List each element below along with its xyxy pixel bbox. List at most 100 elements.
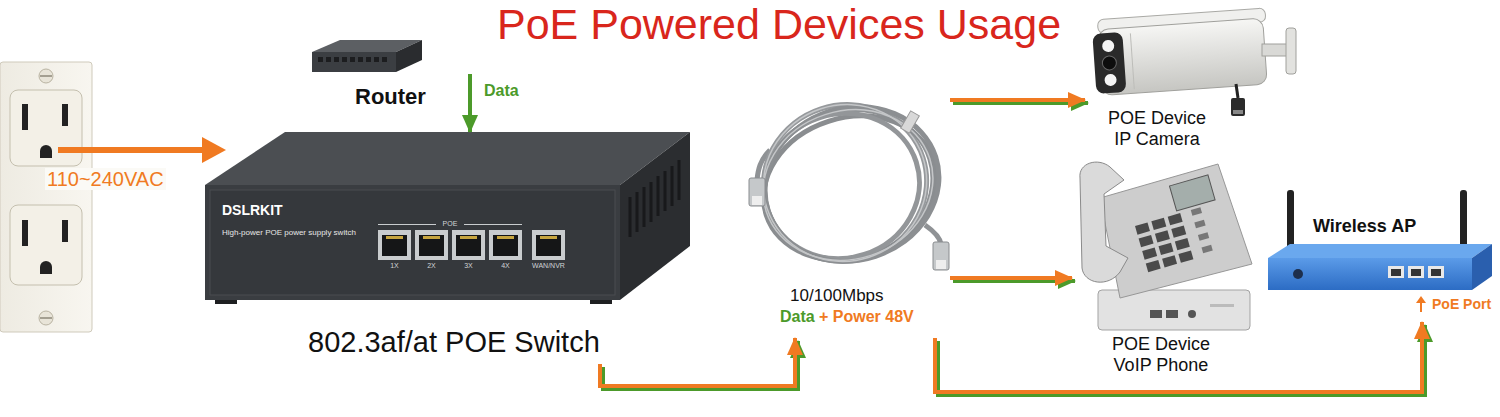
camera-illustration-part <box>1286 28 1296 74</box>
switch-illustration-part-part <box>643 187 646 227</box>
wall-outlet-part <box>0 62 92 332</box>
wall-outlet <box>0 62 92 332</box>
switch-illustration-part <box>205 132 690 185</box>
connector-line <box>603 341 798 389</box>
ap-illustration-part <box>1431 269 1441 276</box>
port-label: PoE Port <box>1432 296 1491 312</box>
node-caption: 802.3af/at POE Switch <box>308 326 600 359</box>
switch-illustration-part-part <box>671 166 674 206</box>
switch-illustration-part <box>386 236 403 239</box>
connector-arrow <box>935 322 1425 395</box>
power-label: + Power 48V <box>819 308 914 326</box>
power-arrow-part <box>58 147 206 153</box>
switch-illustration-part <box>205 185 620 300</box>
phone-illustration-part-part <box>1168 213 1183 225</box>
data-label: Data <box>780 308 815 326</box>
ap-illustration-part <box>1268 244 1492 258</box>
poe-port-arrow-part <box>1416 296 1426 303</box>
switch-illustration-part-part <box>657 176 660 216</box>
camera-illustration-part <box>1262 44 1288 56</box>
camera-illustration-part-part <box>1104 74 1117 87</box>
panel-text: High-power POE power supply switch <box>222 228 356 237</box>
camera-illustration-part-part <box>1130 33 1134 89</box>
brand-logo: DSLRKIT <box>222 202 283 218</box>
router: Router <box>305 36 477 74</box>
cable-illustration-part <box>743 88 952 282</box>
cable-illustration-part <box>745 94 956 282</box>
switch-illustration-part-part <box>678 160 681 200</box>
phone-illustration-part-part <box>1155 230 1170 242</box>
wall-outlet-part <box>40 317 52 319</box>
switch-illustration-part <box>423 236 440 239</box>
router-illustration-part <box>366 57 371 62</box>
camera-illustration-part-part <box>1092 32 1126 94</box>
switch-illustration-part-part <box>664 171 667 211</box>
camera-illustration-part <box>1233 110 1243 114</box>
edge-label: Data <box>484 82 519 100</box>
phone-illustration-part <box>1150 310 1162 318</box>
cable-illustration-part <box>749 178 765 206</box>
switch-illustration-part <box>460 236 477 239</box>
speed-label: 10/100Mbps <box>790 286 884 306</box>
device-caption: POE Device IP Camera <box>1100 108 1214 149</box>
voip-phone: POE Device VoIP Phone <box>1072 154 1257 380</box>
ap-illustration <box>1268 190 1492 290</box>
connector-line <box>953 101 1088 105</box>
ap-illustration-part <box>1408 266 1424 278</box>
wall-outlet-part <box>22 220 28 246</box>
phone-illustration-part-part <box>1142 247 1157 259</box>
port-number: 4X <box>501 262 510 270</box>
switch-illustration-part <box>532 230 565 260</box>
switch-illustration-part <box>419 235 444 256</box>
phone-illustration-part <box>1169 175 1215 211</box>
cable-illustration-part <box>743 83 947 282</box>
camera-illustration-part-part <box>1102 55 1117 70</box>
phone-illustration-part <box>1098 290 1250 330</box>
connector-line <box>468 74 472 132</box>
port-number: 2X <box>427 262 436 270</box>
ap-illustration-part <box>1287 190 1294 252</box>
connector-arrow <box>600 338 798 389</box>
phone-illustration-part <box>1188 310 1196 318</box>
camera-illustration-part <box>1231 98 1245 116</box>
phone-illustration-part <box>1210 304 1234 307</box>
device-caption: Wireless AP <box>1313 216 1416 237</box>
node-caption: Router <box>355 84 426 109</box>
wireless-ap: Wireless AP PoE Port <box>1265 180 1495 322</box>
switch-illustration-part <box>630 160 679 237</box>
connector-line <box>950 98 1085 102</box>
router-illustration-part <box>374 57 379 62</box>
poe-port-arrow-part <box>1420 301 1422 312</box>
wall-outlet-part <box>39 311 53 325</box>
switch-illustration-part <box>415 230 448 260</box>
switch-illustration-part-part <box>650 182 653 222</box>
router-illustration-part <box>326 57 331 62</box>
wall-outlet-part <box>62 104 68 126</box>
router-illustration-part <box>318 57 323 62</box>
power-arrow-part <box>202 137 226 163</box>
phone-illustration-part-part <box>1175 238 1190 250</box>
wall-outlet-part <box>40 261 52 274</box>
switch-illustration-part <box>382 235 407 256</box>
cable-illustration-part <box>745 85 959 284</box>
port-number: 3X <box>464 262 473 270</box>
wall-outlet-part <box>62 220 68 242</box>
ip-camera: POE Device IP Camera <box>1085 2 1300 154</box>
phone-illustration-part-part <box>1191 207 1202 216</box>
wall-outlet-part <box>22 104 28 130</box>
ap-illustration-part <box>1293 269 1303 279</box>
cable-illustration-part <box>925 225 941 244</box>
cable-illustration-part <box>743 83 947 282</box>
switch-illustration-part <box>590 300 612 304</box>
router-illustration-part <box>396 40 422 72</box>
poe-switch: DSLRKIT High-power POE power supply switc… <box>205 132 690 364</box>
port-group-label: POE <box>443 220 458 228</box>
cable-illustration-part <box>746 93 939 278</box>
phone-illustration-part <box>1100 164 1252 298</box>
ethernet-cable: 10/100MbpsData+ Power 48V <box>745 92 950 338</box>
switch-illustration-part <box>540 236 557 239</box>
router-illustration-part <box>312 52 396 72</box>
voltage-label: 110~240VAC <box>45 168 166 190</box>
ap-illustration-part <box>1411 269 1421 276</box>
